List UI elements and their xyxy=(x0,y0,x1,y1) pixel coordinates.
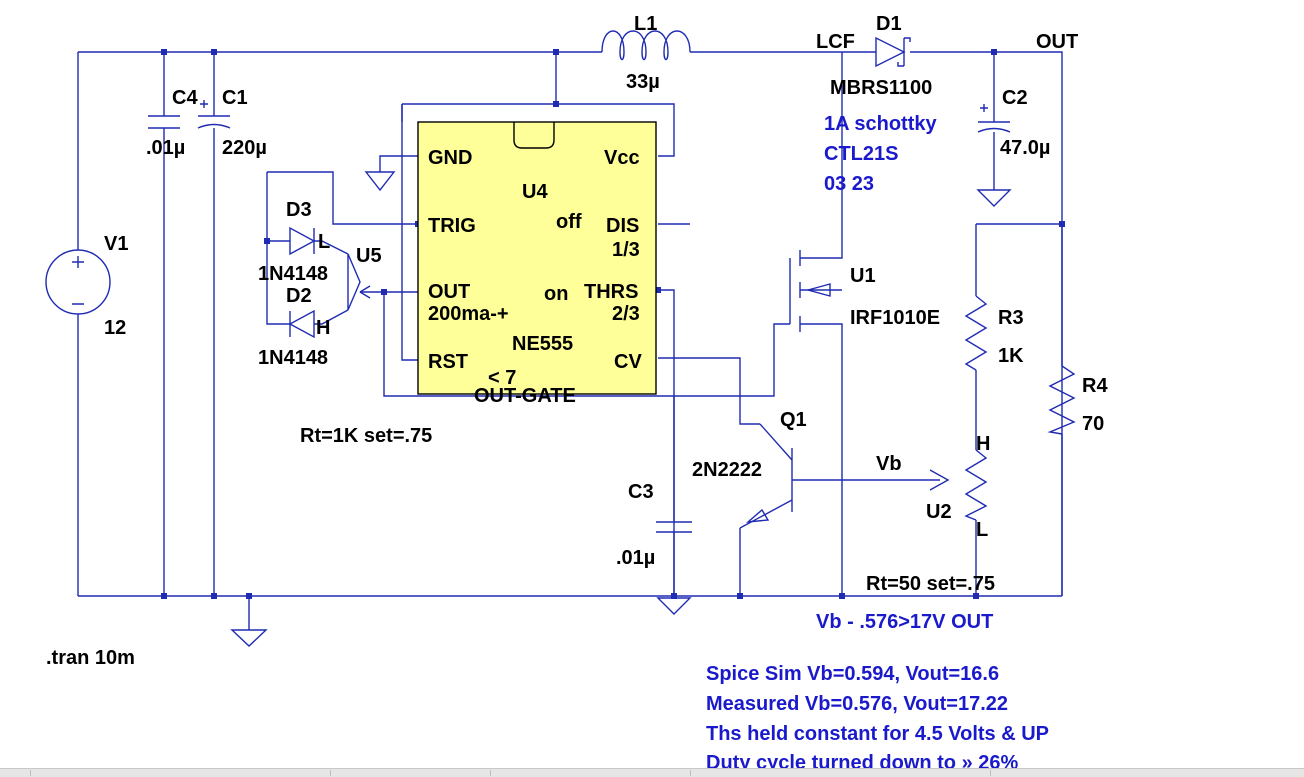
v1-value: 12 xyxy=(104,317,126,339)
u5-ref: U5 xyxy=(356,245,382,267)
u4-note-off: off xyxy=(556,211,582,233)
c1-ref: C1 xyxy=(222,87,248,109)
c1-capacitor-symbol[interactable] xyxy=(197,100,231,129)
r3-value: 1K xyxy=(998,345,1024,367)
u2-ref: U2 xyxy=(926,501,952,523)
net-lcf: LCF xyxy=(816,31,855,53)
r3-resistor-symbol[interactable] xyxy=(964,295,988,371)
r4-ref: R4 xyxy=(1082,375,1108,397)
v1-source-symbol[interactable] xyxy=(45,249,111,315)
u1-ref: U1 xyxy=(850,265,876,287)
c4-value: .01µ xyxy=(146,137,185,159)
schottky-note-3: 03 23 xyxy=(824,173,874,195)
q1-value: 2N2222 xyxy=(692,459,762,481)
ground-symbols xyxy=(230,171,1012,647)
u4-note-current: 200ma-+ xyxy=(428,303,509,325)
u2-potentiometer-symbol[interactable] xyxy=(964,449,988,521)
rt2-note: Rt=50 set=.75 xyxy=(866,573,995,595)
pin-out: OUT xyxy=(428,281,470,303)
tran-directive: .tran 10m xyxy=(46,647,135,669)
u5-buffer-symbol[interactable] xyxy=(347,253,371,311)
d2-end: H xyxy=(316,317,330,339)
d3-ref: D3 xyxy=(286,199,312,221)
sim-note-2: Measured Vb=0.576, Vout=17.22 xyxy=(706,693,1008,715)
u1-mosfet-symbol[interactable] xyxy=(789,250,831,332)
u2-top: H xyxy=(976,433,990,455)
rt1-note: Rt=1K set=.75 xyxy=(300,425,432,447)
pin-vcc: Vcc xyxy=(604,147,640,169)
pin-gnd: GND xyxy=(428,147,472,169)
sim-note-3: Ths held constant for 4.5 Volts & UP xyxy=(706,723,1049,745)
d3-diode-symbol[interactable] xyxy=(285,226,317,256)
u4-note-on: on xyxy=(544,283,568,305)
pin-thrs: THRS xyxy=(584,281,638,303)
d1-schottky-diode-symbol[interactable] xyxy=(875,36,911,68)
d2-value: 1N4148 xyxy=(258,347,328,369)
q1-ref: Q1 xyxy=(780,409,807,431)
d2-diode-symbol[interactable] xyxy=(285,309,317,339)
u4-value: NE555 xyxy=(512,333,573,355)
blue-annotations: 1A schottky CTL21S 03 23 Vb - .576>17V O… xyxy=(706,113,1049,774)
u4-ref: U4 xyxy=(522,181,548,203)
c4-capacitor-symbol[interactable] xyxy=(148,115,180,129)
c3-value: .01µ xyxy=(616,547,655,569)
d3-value: 1N4148 xyxy=(258,263,328,285)
c4-ref: C4 xyxy=(172,87,198,109)
net-out: OUT xyxy=(1036,31,1078,53)
c3-capacitor-symbol[interactable] xyxy=(656,521,692,533)
schottky-note-1: 1A schottky xyxy=(824,113,938,135)
pin-trig: TRIG xyxy=(428,215,476,237)
vb-net-arrow xyxy=(929,469,950,491)
net-vb: Vb xyxy=(876,453,902,475)
component-labels: V1 12 C4 .01µ C1 220µ L1 33µ LCF D1 MBRS… xyxy=(46,13,1108,669)
u1-value: IRF1010E xyxy=(850,307,940,329)
pin-cv: CV xyxy=(614,351,642,373)
r4-value: 70 xyxy=(1082,413,1104,435)
r3-ref: R3 xyxy=(998,307,1024,329)
r4-resistor-symbol[interactable] xyxy=(1047,365,1076,435)
c2-value: 47.0µ xyxy=(1000,137,1050,159)
pin-rst: RST xyxy=(428,351,468,373)
d1-value: MBRS1100 xyxy=(830,77,932,99)
l1-value: 33µ xyxy=(626,71,660,93)
pin-dis: DIS xyxy=(606,215,639,237)
c3-ref: C3 xyxy=(628,481,654,503)
d1-ref: D1 xyxy=(876,13,902,35)
u4-note-twothird: 2/3 xyxy=(612,303,640,325)
d3-end: L xyxy=(318,231,330,253)
net-out-gate: OUT-GATE xyxy=(474,385,576,407)
q1-transistor-symbol[interactable] xyxy=(739,423,793,529)
v1-ref: V1 xyxy=(104,233,128,255)
c2-capacitor-symbol[interactable] xyxy=(977,104,1011,133)
u4-note-third: 1/3 xyxy=(612,239,640,261)
l1-inductor-symbol[interactable] xyxy=(601,30,691,61)
c2-ref: C2 xyxy=(1002,87,1028,109)
l1-ref: L1 xyxy=(634,13,657,35)
c1-value: 220µ xyxy=(222,137,267,159)
sim-note-1: Spice Sim Vb=0.594, Vout=16.6 xyxy=(706,663,999,685)
u2-bottom: L xyxy=(976,519,988,541)
u4-note-lt7: < 7 xyxy=(488,367,516,389)
u4-ne555-ic[interactable] xyxy=(417,121,657,395)
status-bar xyxy=(0,768,1304,777)
schottky-note-2: CTL21S xyxy=(824,143,898,165)
vb-note: Vb - .576>17V OUT xyxy=(816,611,993,633)
d2-ref: D2 xyxy=(286,285,312,307)
